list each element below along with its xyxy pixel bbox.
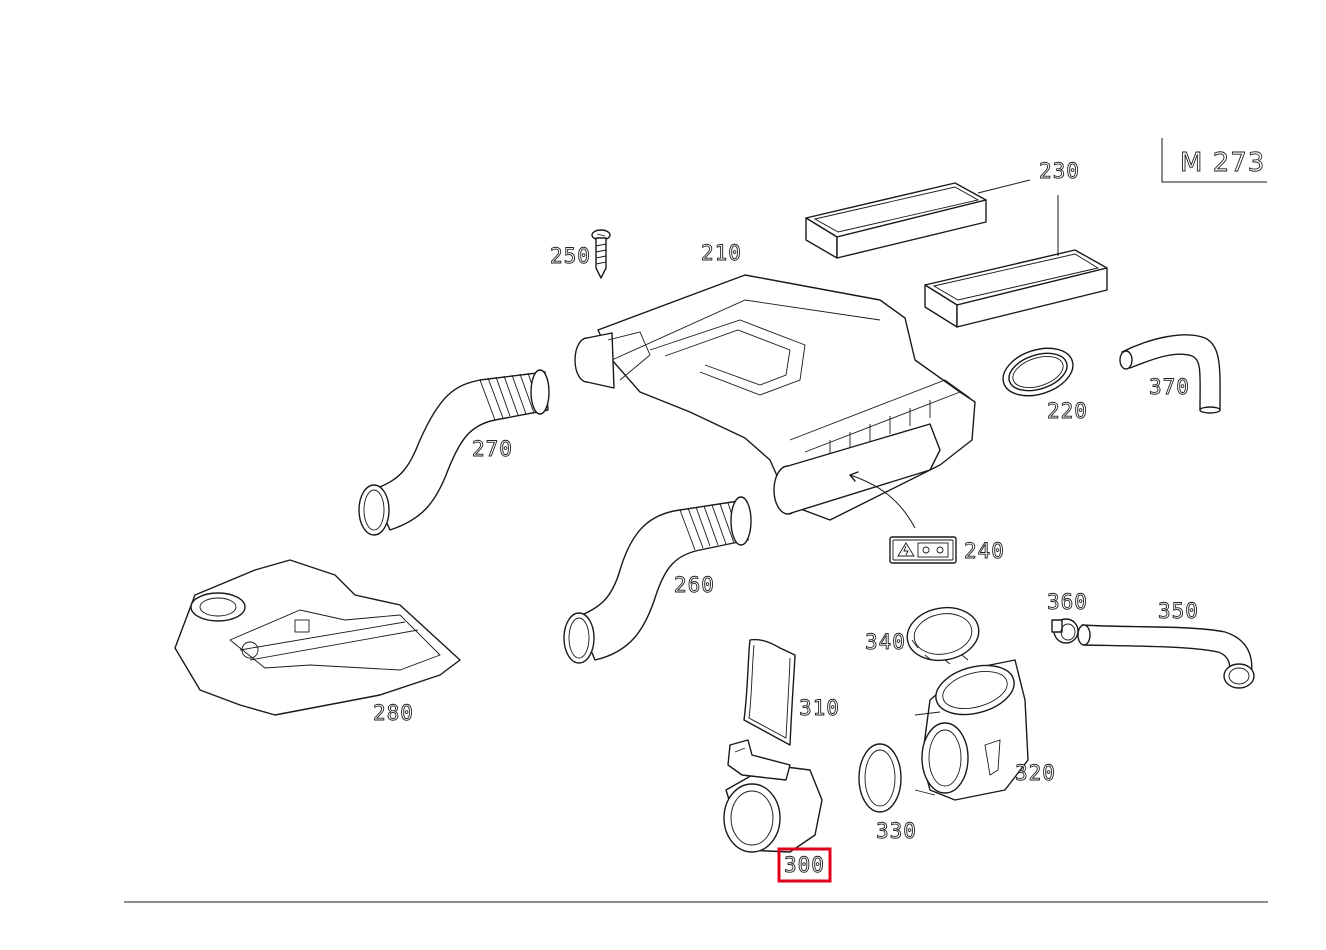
callout-370[interactable]: 370	[1149, 375, 1190, 400]
callout-360[interactable]: 360	[1047, 590, 1088, 615]
selected-part-highlight	[777, 847, 832, 883]
callout-320[interactable]: 320	[1015, 761, 1056, 786]
callout-240[interactable]: 240	[964, 539, 1005, 564]
callout-270[interactable]: 270	[472, 437, 513, 462]
part-210-air-filter-housing[interactable]	[574, 274, 976, 521]
part-310-gasket[interactable]	[743, 638, 796, 746]
part-340-sealing-ring[interactable]	[903, 602, 983, 666]
callout-350[interactable]: 350	[1158, 599, 1199, 624]
part-220-seal-ring[interactable]	[997, 340, 1079, 404]
callout-210[interactable]: 210	[701, 241, 742, 266]
part-230-air-filters[interactable]	[805, 179, 1108, 328]
callout-310[interactable]: 310	[799, 696, 840, 721]
callout-250[interactable]: 250	[550, 244, 591, 269]
callout-300-selected[interactable]: 300	[784, 853, 825, 878]
callout-340[interactable]: 340	[865, 630, 906, 655]
part-250-screw[interactable]	[591, 229, 611, 279]
model-badge: M 273	[1161, 138, 1267, 183]
part-260-intake-pipe[interactable]	[563, 496, 752, 664]
part-280-engine-cover[interactable]	[174, 559, 461, 716]
part-240-warning-label[interactable]	[849, 471, 957, 564]
callout-280[interactable]: 280	[373, 701, 414, 726]
part-270-intake-pipe[interactable]	[358, 369, 550, 536]
callout-230[interactable]: 230	[1039, 159, 1080, 184]
callout-220[interactable]: 220	[1047, 399, 1088, 424]
part-330-clamp-ring[interactable]	[858, 743, 902, 813]
part-360-hose-clamp[interactable]	[1051, 618, 1079, 644]
model-badge-text: M 273	[1180, 148, 1265, 178]
part-370-hose[interactable]	[1119, 334, 1221, 414]
part-350-vent-hose[interactable]	[1077, 624, 1255, 689]
part-320-intake-connector[interactable]	[914, 657, 1029, 801]
callout-260[interactable]: 260	[674, 573, 715, 598]
callout-330[interactable]: 330	[876, 819, 917, 844]
part-300-air-mass-sensor[interactable]	[723, 739, 823, 853]
